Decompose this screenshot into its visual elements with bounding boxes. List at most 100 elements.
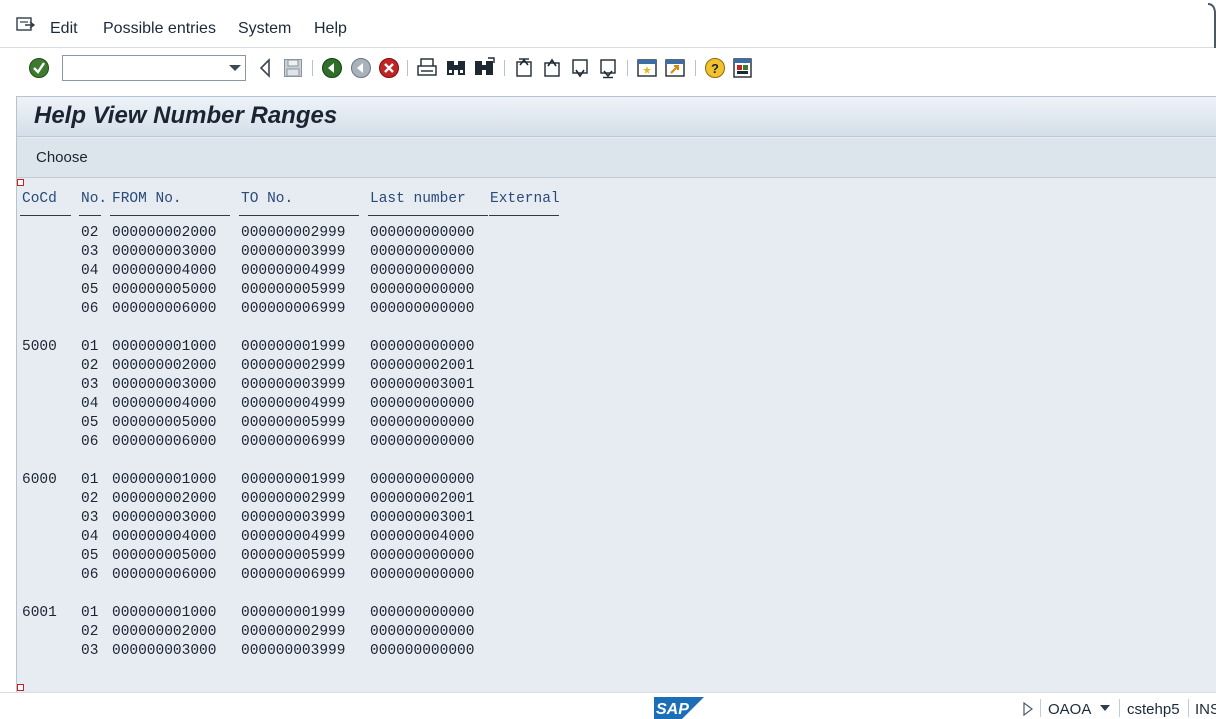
customize-layout-button[interactable] — [731, 56, 755, 80]
menu-possible-entries[interactable]: Possible entries — [103, 20, 216, 38]
menu-system-label: System — [238, 20, 292, 37]
back-button[interactable] — [320, 56, 344, 80]
cell-from-no: 000000001000 — [112, 339, 217, 355]
cell-last-number: 000000000000 — [370, 643, 475, 659]
status-mode[interactable]: INS — [1195, 701, 1216, 718]
command-field[interactable] — [62, 55, 246, 81]
print-icon — [417, 58, 437, 76]
cell-no: 01 — [81, 472, 99, 488]
cell-to-no: 000000004999 — [241, 396, 346, 412]
toolbar-separator — [504, 60, 505, 76]
cell-to-no: 000000006999 — [241, 567, 346, 583]
help-icon: ? — [705, 58, 725, 78]
menu-edit-label: Edit — [50, 20, 78, 37]
cell-to-no: 000000002999 — [241, 225, 346, 241]
cell-from-no: 000000006000 — [112, 301, 217, 317]
header-underline — [20, 215, 71, 216]
toolbar: ? — [0, 48, 1216, 88]
header-underline — [239, 215, 359, 216]
menu-system[interactable]: System — [238, 20, 291, 38]
find-icon — [447, 61, 465, 75]
back-icon — [259, 58, 270, 78]
print-button[interactable] — [415, 56, 439, 80]
shortcut-icon — [665, 59, 685, 77]
cell-to-no: 000000004999 — [241, 263, 346, 279]
last-page-button[interactable] — [596, 56, 620, 80]
status-separator — [1040, 699, 1041, 717]
exit-button[interactable] — [349, 56, 373, 80]
header-no: No. — [81, 191, 108, 207]
create-session-button[interactable] — [635, 56, 659, 80]
svg-text:?: ? — [711, 61, 719, 76]
cell-no: 06 — [81, 301, 99, 317]
toolbar-separator — [695, 60, 696, 76]
toolbar-separator — [407, 60, 408, 76]
cell-to-no: 000000002999 — [241, 624, 346, 640]
cancel-button[interactable] — [377, 56, 401, 80]
menu-edit[interactable]: Edit — [50, 20, 78, 38]
menu-help[interactable]: Help — [314, 20, 347, 38]
header-underline — [79, 215, 101, 216]
cell-to-no: 000000003999 — [241, 377, 346, 393]
cell-no: 05 — [81, 415, 99, 431]
cell-no: 06 — [81, 567, 99, 583]
cell-to-no: 000000005999 — [241, 415, 346, 431]
next-page-button[interactable] — [568, 56, 592, 80]
cell-last-number: 000000000000 — [370, 263, 475, 279]
header-underline — [368, 215, 488, 216]
cell-no: 02 — [81, 358, 99, 374]
status-toggle-icon[interactable] — [1023, 702, 1033, 716]
command-input[interactable] — [63, 56, 223, 80]
save-button[interactable] — [281, 56, 305, 80]
cell-last-number: 000000003001 — [370, 510, 475, 526]
cell-no: 04 — [81, 396, 99, 412]
content-frame: Help View Number Ranges Choose CoCd No. … — [16, 96, 1216, 692]
back-arrow-button[interactable] — [253, 56, 277, 80]
cell-from-no: 000000004000 — [112, 263, 217, 279]
header-from-no: FROM No. — [112, 191, 182, 207]
status-transaction[interactable]: OAOA — [1048, 701, 1092, 718]
cell-last-number: 000000000000 — [370, 244, 475, 260]
cell-from-no: 000000005000 — [112, 548, 217, 564]
cell-from-no: 000000001000 — [112, 605, 217, 621]
chevron-down-icon[interactable] — [1100, 705, 1110, 711]
cell-from-no: 000000001000 — [112, 472, 217, 488]
help-button[interactable]: ? — [703, 56, 727, 80]
chevron-down-icon[interactable] — [229, 65, 241, 71]
find-button[interactable] — [444, 56, 468, 80]
cell-last-number: 000000000000 — [370, 472, 475, 488]
enter-button[interactable] — [27, 56, 51, 80]
application-toolbar: Choose — [17, 138, 1216, 178]
cell-from-no: 000000002000 — [112, 225, 217, 241]
shortcut-button[interactable] — [663, 56, 687, 80]
menu-icon[interactable] — [16, 17, 36, 33]
cell-last-number: 000000000000 — [370, 225, 475, 241]
find-next-button[interactable] — [472, 56, 496, 80]
choose-button[interactable]: Choose — [36, 149, 88, 166]
cell-last-number: 000000000000 — [370, 548, 475, 564]
header-external: External — [490, 191, 560, 207]
first-page-button[interactable] — [512, 56, 536, 80]
previous-page-button[interactable] — [540, 56, 564, 80]
cell-cocd: 6000 — [22, 472, 57, 488]
